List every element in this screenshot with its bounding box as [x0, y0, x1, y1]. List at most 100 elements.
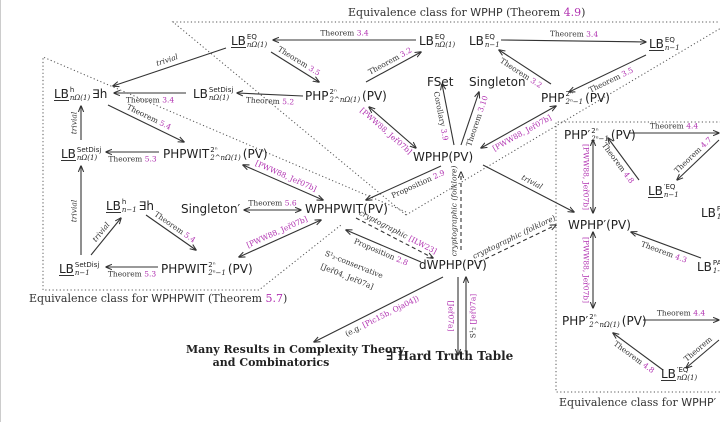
edge-label: Theorem 5.3 — [108, 270, 156, 279]
edge-label: S¹₂ [Jeř07a] — [469, 294, 478, 338]
edge-label-ref: [PWW88, Jeř07b] — [581, 143, 591, 210]
node-suffix: ∃h — [138, 199, 154, 213]
edge-label-text: S¹₂ — [468, 327, 478, 339]
node-base: PHP — [541, 91, 565, 105]
edge-label-ref: [PWW88, Jeř07b] — [581, 236, 591, 304]
wphp-class-boundary — [171, 21, 720, 216]
edge-arrow — [631, 232, 702, 259]
node-wphpwit: WPHPWIT(PV) — [305, 203, 388, 215]
edge-arrow — [608, 138, 640, 181]
edge-label: Theorem 3.4 — [549, 29, 597, 39]
node-base: Singleton — [469, 75, 526, 89]
edge-arrow — [369, 107, 416, 148]
node-suffix: (PV) — [585, 91, 610, 105]
edge-label-text: Theorem — [108, 154, 143, 164]
node-sub: n−1 — [121, 206, 137, 214]
edge-label-ref: 4.4 — [693, 308, 706, 318]
wphpwit-class-boundary — [42, 56, 407, 291]
edge-label: Theorem 3.4 — [126, 96, 174, 105]
node-suffix: (PV) — [362, 89, 387, 103]
wphpprime-class-boundary — [555, 121, 720, 393]
node-base: PHPWIT — [161, 262, 208, 276]
edge-label: [PWW88, Jeř07b] — [582, 143, 591, 209]
node-sup: SetDisj — [208, 86, 234, 94]
node-base: WPHP(PV) — [413, 150, 474, 164]
caption-wphp-class: Equivalence class for WPHP (Theorem 4.9) — [348, 6, 586, 19]
node-sup: ′EQ — [676, 366, 689, 374]
node-sup: 2ⁿ — [208, 261, 216, 269]
node-base: LB — [419, 34, 434, 48]
edge-label: Theorem 4.4 — [657, 309, 705, 318]
node-sup: ′EQ — [663, 183, 676, 191]
edge-arrow — [237, 93, 304, 97]
edge-label-text: Theorem — [656, 308, 691, 318]
node-sub: nΩ(1) — [76, 154, 98, 162]
edge-label-text: cryptographic (folklore) — [449, 165, 459, 257]
edge-arrow — [113, 47, 227, 86]
edge-label: Theorem 5.3 — [108, 155, 156, 164]
edge-arrow — [677, 139, 720, 180]
node-base: WPHPWIT(PV) — [305, 202, 388, 216]
node-sub: n−1 — [664, 44, 680, 52]
node-suffix: (PV) — [610, 128, 636, 142]
node-dwphp: dWPHP(PV) — [419, 259, 487, 271]
edge-arrow — [90, 218, 121, 256]
edge-label: trivial — [70, 112, 79, 135]
node-wphp-prime: WPHP′(PV) — [568, 219, 631, 231]
edge-arrow — [499, 50, 552, 85]
edge-label: cryptographic (folklore) — [450, 166, 459, 257]
node-wphp: WPHP(PV) — [413, 151, 473, 163]
node-sub: 2^nΩ(1) — [589, 321, 620, 329]
node-sub: 2^nΩ(1) — [210, 154, 241, 162]
node-base: LB — [106, 198, 121, 213]
edge-arrow — [442, 84, 455, 146]
node-base: Singleton′ — [181, 202, 241, 216]
edge-arrow — [500, 40, 646, 42]
node-base: LB — [54, 86, 69, 101]
node-base: FSet — [427, 75, 454, 89]
node-sub: 2ⁿ−1 — [208, 269, 226, 277]
node-sup: EQ — [484, 33, 495, 41]
node-sup: SetDisj — [76, 146, 102, 154]
node-singleton: Singleton — [469, 76, 526, 88]
edge-label-ref: 3.4 — [162, 95, 175, 105]
node-suffix: ∃h — [92, 87, 108, 101]
edge-arrow — [686, 339, 720, 368]
edge-label-text: Theorem — [549, 29, 584, 39]
edge-arrow — [107, 104, 184, 142]
node-suffix: (PV) — [621, 314, 647, 328]
node-base: LB — [231, 33, 246, 48]
edge-label: [PWW88, Jeř07b] — [582, 237, 591, 303]
edge-label-text: Theorem — [107, 269, 142, 279]
node-sub: 2ⁿ−1 — [565, 98, 584, 106]
node-sub: 1-t — [712, 267, 720, 275]
node-base: dWPHP(PV) — [419, 258, 487, 272]
edge-arrow — [270, 51, 319, 82]
node-sup: EQ — [434, 33, 445, 41]
node-base: LB — [701, 206, 716, 220]
edge-label-ref: [Jeř07a] — [468, 293, 478, 325]
node-base: PHP — [305, 89, 329, 103]
